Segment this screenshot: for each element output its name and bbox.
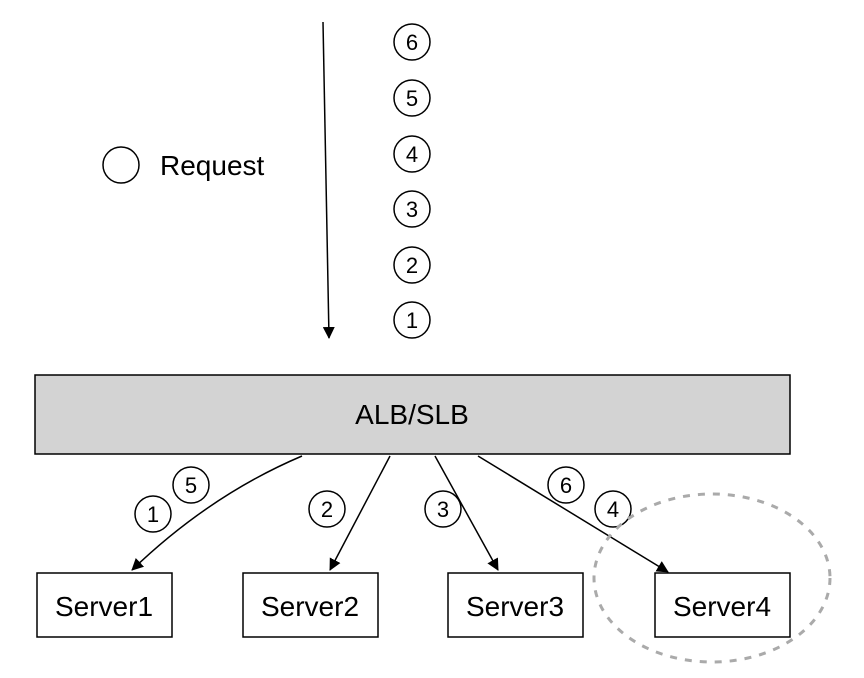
route-badge: 6 — [547, 466, 585, 504]
svg-text:4: 4 — [607, 497, 619, 522]
server-label: Server4 — [673, 591, 771, 622]
server-label: Server3 — [466, 591, 564, 622]
queue-item: 5 — [393, 79, 431, 117]
queue-item: 1 — [393, 301, 431, 339]
queue-item: 6 — [393, 23, 431, 61]
queue-item: 4 — [393, 135, 431, 173]
svg-text:1: 1 — [406, 308, 418, 333]
svg-text:3: 3 — [406, 197, 418, 222]
svg-text:4: 4 — [406, 142, 418, 167]
servers: Server1 Server2 Server3 Server4 — [36, 572, 791, 638]
server-node: Server1 — [36, 572, 173, 638]
route-badge: 5 — [172, 466, 210, 504]
route-badge: 2 — [308, 490, 346, 528]
server4-highlight-circle — [592, 492, 832, 664]
svg-text:3: 3 — [437, 497, 449, 522]
route-arrow-server1 — [131, 455, 303, 571]
route-badge: 1 — [134, 495, 172, 533]
route-badge: 4 — [594, 490, 632, 528]
route-arrow-server2 — [329, 455, 391, 571]
svg-text:6: 6 — [406, 30, 418, 55]
server-node: Server4 — [654, 572, 791, 638]
route-arrow-server4 — [477, 455, 669, 573]
route-badge: 3 — [424, 490, 462, 528]
load-balancer: ALB/SLB — [34, 374, 791, 455]
queue-item: 3 — [393, 190, 431, 228]
server-label: Server2 — [261, 591, 359, 622]
route-arrow-server3 — [434, 455, 499, 571]
incoming-request-arrow — [322, 21, 335, 339]
svg-text:5: 5 — [185, 473, 197, 498]
legend: Request — [102, 146, 265, 184]
server-node: Server3 — [447, 572, 584, 638]
request-queue: 6 5 4 3 2 1 — [393, 23, 431, 339]
svg-text:1: 1 — [147, 502, 159, 527]
load-balancer-box — [34, 374, 791, 455]
svg-text:2: 2 — [321, 497, 333, 522]
legend-request-circle — [102, 146, 140, 184]
svg-text:6: 6 — [560, 473, 572, 498]
server-label: Server1 — [55, 591, 153, 622]
load-balancer-label: ALB/SLB — [355, 399, 469, 430]
queue-item: 2 — [393, 246, 431, 284]
svg-text:5: 5 — [406, 86, 418, 111]
legend-label: Request — [160, 150, 265, 181]
server-node: Server2 — [242, 572, 379, 638]
routes: 1 5 2 3 6 4 — [131, 455, 669, 573]
svg-text:2: 2 — [406, 253, 418, 278]
